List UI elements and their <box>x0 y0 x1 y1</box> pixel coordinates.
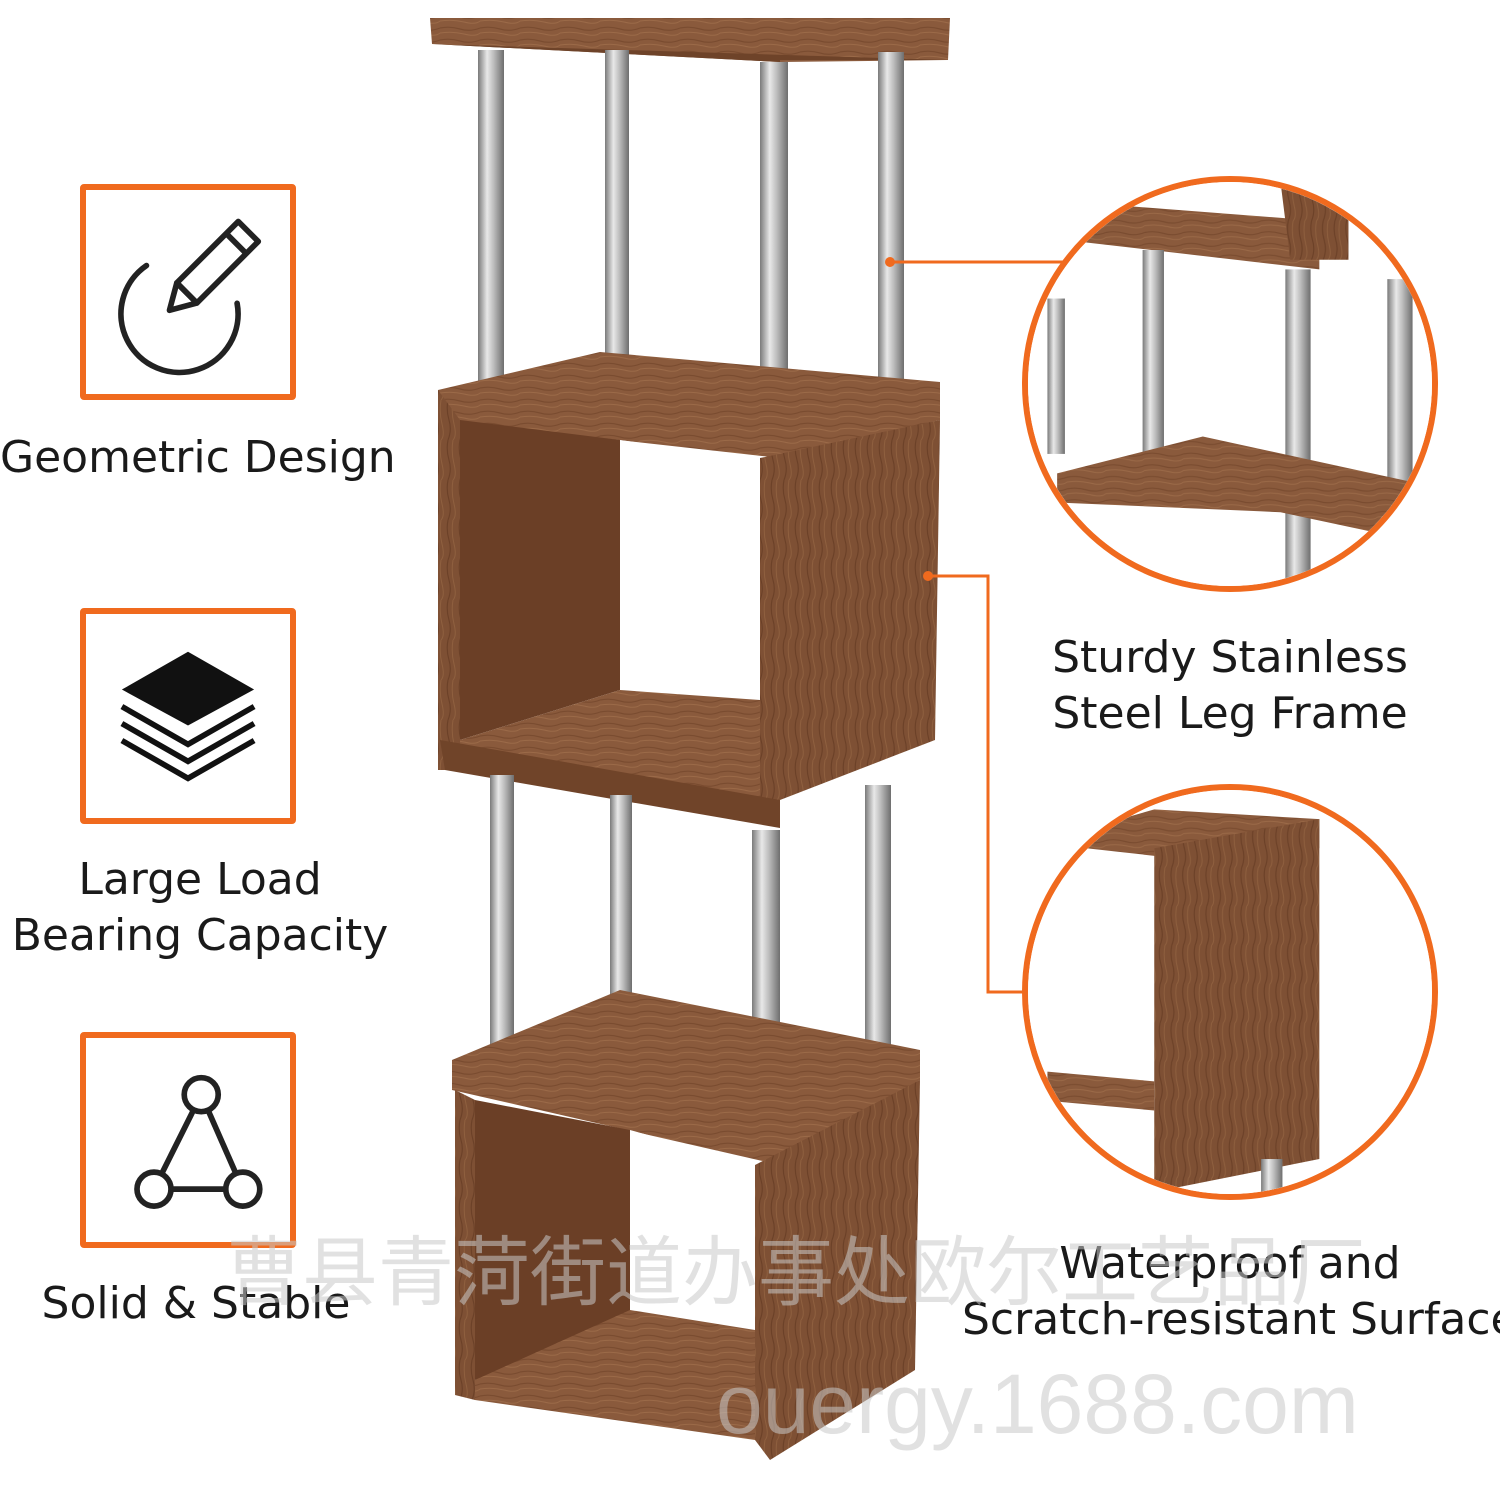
steel-frame-detail-circle <box>1022 176 1438 592</box>
surface-detail-circle <box>1022 784 1438 1200</box>
surface-closeup-image <box>1028 790 1432 1194</box>
load-capacity-icon-box <box>80 608 296 824</box>
solid-stable-label: Solid & Stable <box>41 1278 351 1329</box>
surface-label-line2: Scratch-resistant Surface <box>962 1294 1500 1345</box>
triangle-nodes-icon <box>134 1074 263 1209</box>
geometric-design-icon-box <box>80 184 296 400</box>
surface-label-line1: Waterproof and <box>1059 1238 1401 1289</box>
steel-frame-closeup-image <box>1028 182 1432 586</box>
solid-stable-icon-box <box>80 1032 296 1248</box>
load-capacity-label-line1: Large Load <box>78 854 322 905</box>
pencil-circle-icon <box>118 218 262 376</box>
stacked-layers-icon <box>120 651 256 782</box>
steel-frame-label-line1: Sturdy Stainless <box>1052 632 1408 683</box>
geometric-design-label: Geometric Design <box>0 432 396 483</box>
steel-frame-label-line2: Steel Leg Frame <box>1052 688 1408 739</box>
load-capacity-label-line2: Bearing Capacity <box>11 910 389 961</box>
